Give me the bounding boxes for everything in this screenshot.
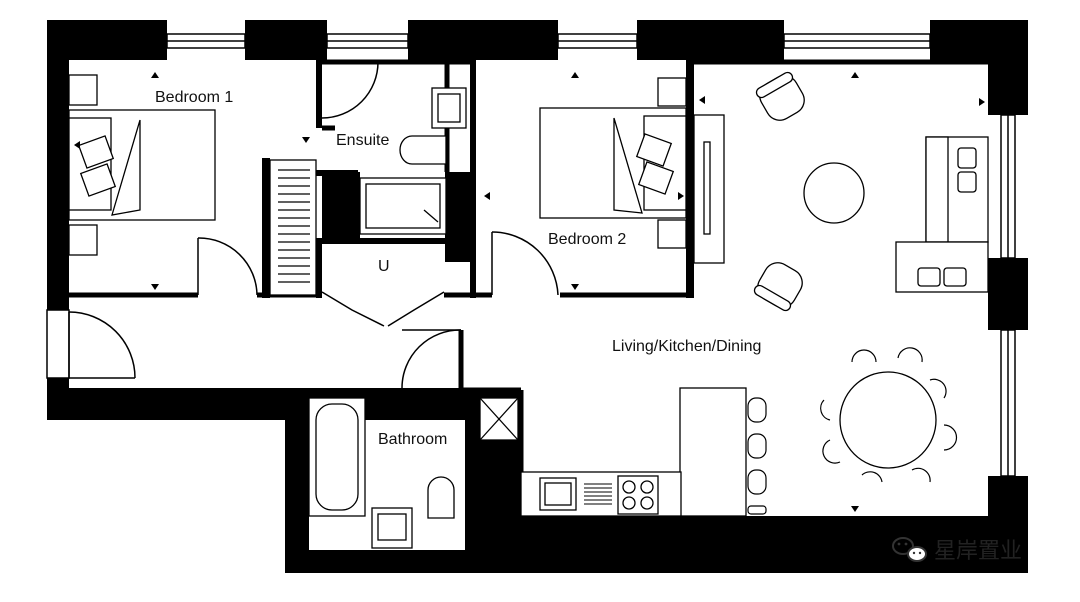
room-label-utility: U: [378, 258, 390, 275]
ensuite-fixtures: [359, 87, 467, 235]
bathroom-fixtures: [308, 397, 455, 549]
windows: [46, 33, 1016, 477]
watermark: 星岸置业: [892, 537, 1022, 564]
wechat-icon: [892, 537, 927, 562]
living-furniture: [479, 71, 989, 517]
doors: [68, 61, 559, 389]
room-label-bathroom: Bathroom: [378, 431, 447, 448]
room-label-ensuite: Ensuite: [336, 132, 389, 149]
watermark-text: 星岸置业: [934, 539, 1022, 564]
walls: [47, 20, 1028, 573]
bedroom1-furniture: [68, 74, 317, 296]
room-label-bedroom1: Bedroom 1: [155, 89, 233, 106]
dimension-markers: [74, 72, 985, 512]
window-vents: [100, 20, 700, 24]
room-label-living: Living/Kitchen/Dining: [612, 338, 761, 355]
room-label-bedroom2: Bedroom 2: [548, 231, 626, 248]
